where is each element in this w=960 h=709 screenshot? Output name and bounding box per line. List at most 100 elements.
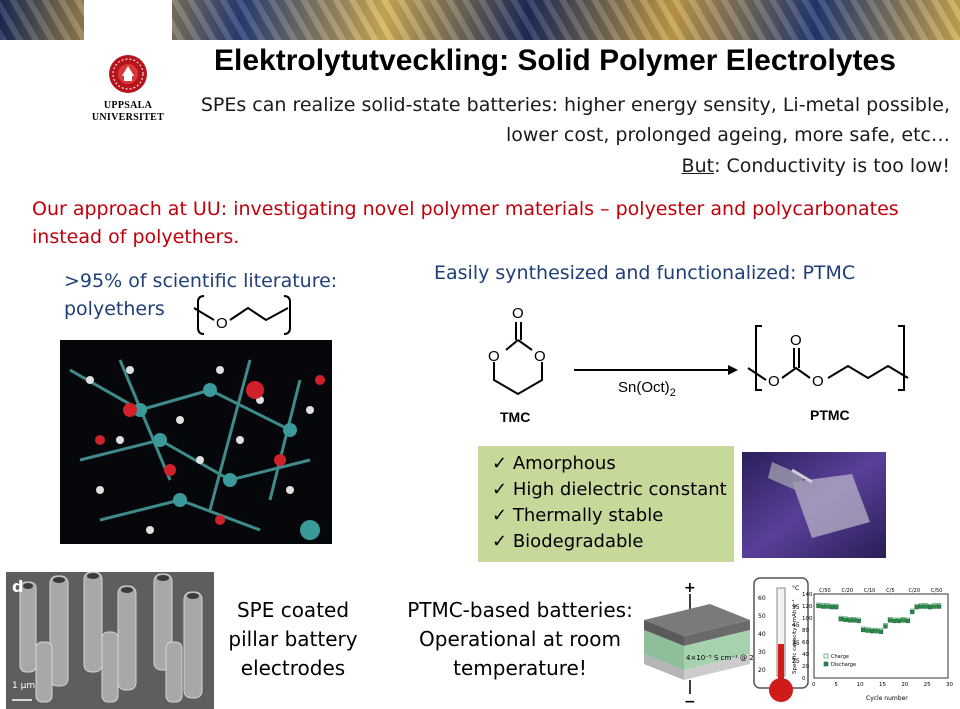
chart-rate-label: C/50 <box>819 588 831 594</box>
ptmc-label: PTMC <box>810 407 850 423</box>
chart-rate-label: C/20 <box>909 588 921 594</box>
polyether-structure: O <box>193 295 291 335</box>
chart-point <box>825 604 830 609</box>
chart-point <box>865 628 870 633</box>
ptmc-o-left: O <box>768 373 780 390</box>
chart-y-label: Specific capacity / mAh g⁻¹ <box>791 599 798 674</box>
sem-panel-letter: d <box>12 577 23 596</box>
chart-point <box>919 604 924 609</box>
chart-y-tick: 0 <box>802 676 806 682</box>
intro-line-3: But: Conductivity is too low! <box>190 153 950 179</box>
ptmc-o-right: O <box>812 373 824 390</box>
chart-y-tick: 60 <box>802 640 809 646</box>
sem-scale-label: 1 µm <box>12 681 35 691</box>
synthesis-heading: Easily synthesized and functionalized: P… <box>434 262 856 284</box>
chart-point <box>847 618 852 623</box>
chart-point <box>914 605 919 610</box>
intro-line-1: SPEs can realize solid-state batteries: … <box>200 94 950 116</box>
chart-y-tick: 100 <box>802 616 813 622</box>
but-word: But <box>681 155 715 177</box>
tmc-label: TMC <box>500 409 530 425</box>
chart-x-tick: 25 <box>924 682 931 688</box>
literature-line-1: >95% of scientific literature: <box>64 270 338 292</box>
chart-x-tick: 10 <box>857 682 864 688</box>
capacity-chart: Specific capacity / mAh g⁻¹ Cycle number… <box>791 588 953 702</box>
feature-item: ✓ Thermally stable <box>492 505 664 526</box>
caption-ptmc: PTMC-based batteries: Operational at roo… <box>407 598 633 680</box>
chart-rate-label: C/5 <box>886 588 894 594</box>
catalyst-label: Sn(Oct)2 <box>618 379 676 399</box>
chart-y-tick: 20 <box>802 664 809 670</box>
chart-point <box>852 618 857 623</box>
chart-x-tick: 30 <box>946 682 953 688</box>
intro-line-2: lower cost, prolonged ageing, more safe,… <box>505 124 950 146</box>
tmc-ring-o-left: O <box>488 348 500 365</box>
chart-point <box>923 604 928 609</box>
svg-text:50: 50 <box>758 613 766 620</box>
minus-terminal: − <box>684 694 696 709</box>
check-icon: ✓ <box>492 505 508 526</box>
chart-rate-label: C/10 <box>864 588 876 594</box>
tmc-ring-o-right: O <box>534 348 546 365</box>
chart-y-tick: 140 <box>802 592 813 598</box>
chart-point <box>896 618 901 624</box>
chart-point <box>901 618 906 623</box>
sem-pillar-image: d 1 µm <box>6 571 214 709</box>
chart-point <box>928 605 933 610</box>
svg-text:20: 20 <box>758 667 766 674</box>
chart-x-tick: 5 <box>834 682 838 688</box>
reaction-arrow: Sn(Oct)2 <box>574 365 738 399</box>
chart-point <box>834 605 839 610</box>
chart-point <box>874 629 879 634</box>
chart-point <box>905 618 910 624</box>
approach-text: Our approach at UU: investigating novel … <box>32 198 899 248</box>
university-seal-icon <box>109 55 147 93</box>
chart-point <box>820 604 826 609</box>
chart-legend-marker <box>823 653 829 659</box>
page-title: Elektrolytutveckling: Solid Polymer Elec… <box>214 44 896 77</box>
chart-point <box>932 604 937 609</box>
caption-spe: SPE coated pillar battery electrodes <box>228 598 358 680</box>
literature-line-2: polyethers <box>64 298 165 320</box>
plus-terminal: + <box>684 580 696 596</box>
chart-point <box>838 617 843 622</box>
chart-point <box>861 627 866 633</box>
chart-y-tick: 120 <box>802 604 813 610</box>
chart-point <box>856 618 861 624</box>
chart-rate-label: C/50 <box>931 588 943 594</box>
chart-legend-label: Discharge <box>831 662 856 668</box>
ptmc-structure: O O O PTMC <box>747 325 909 423</box>
chart-point <box>892 618 897 624</box>
conductivity-label: 4×10⁻⁵ S cm⁻¹ @ 25°C <box>686 654 767 662</box>
svg-text:25: 25 <box>792 658 800 665</box>
chart-legend-label: Charge <box>831 654 849 660</box>
svg-text:60: 60 <box>758 595 766 602</box>
ptmc-carbonyl-o: O <box>790 332 802 349</box>
literature-note: >95% of scientific literature: polyether… <box>64 267 384 323</box>
tmc-carbonyl-o: O <box>512 305 524 322</box>
chart-point <box>878 629 884 634</box>
battery-device-diagram: + 4×10⁻⁵ S cm⁻¹ @ 25°C − <box>644 580 767 709</box>
chart-rate-label: C/20 <box>842 588 854 594</box>
svg-text:55: 55 <box>792 604 800 611</box>
svg-text:30: 30 <box>758 649 766 656</box>
chart-x-tick: 0 <box>812 682 816 688</box>
chart-x-tick: 15 <box>879 682 886 688</box>
chart-point <box>829 605 834 610</box>
chart-y-tick: 40 <box>802 652 809 658</box>
chart-x-tick: 20 <box>901 682 908 688</box>
chart-point <box>843 617 848 622</box>
svg-text:45: 45 <box>792 622 800 629</box>
but-rest: : Conductivity is too low! <box>714 155 950 177</box>
chart-y-tick: 80 <box>802 628 809 634</box>
chart-point <box>869 629 875 634</box>
feature-item: ✓ Biodegradable <box>492 531 644 552</box>
feature-item: ✓ Amorphous <box>492 453 616 474</box>
check-icon: ✓ <box>492 531 508 552</box>
temperature-unit: °C <box>792 585 799 592</box>
polymer-film-photo <box>742 452 886 558</box>
chart-point <box>883 624 888 629</box>
check-icon: ✓ <box>492 453 508 474</box>
feature-item: ✓ High dielectric constant <box>492 479 727 500</box>
svg-text:35: 35 <box>792 640 800 647</box>
